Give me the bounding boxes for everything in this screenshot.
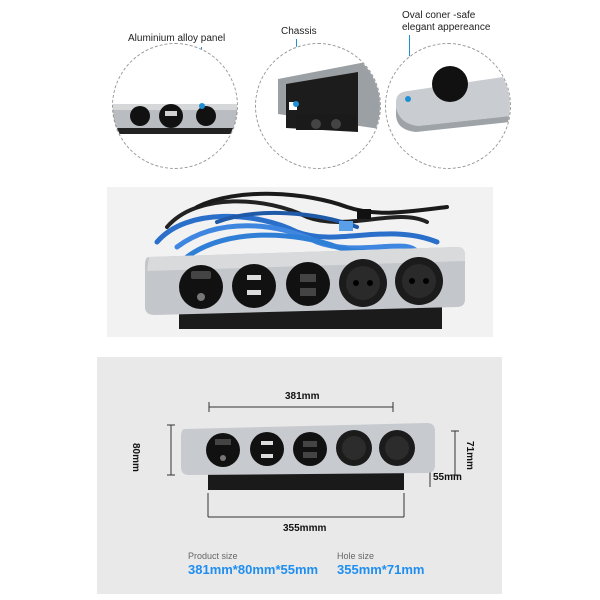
callout-panel-label: Aluminium alloy panel <box>128 33 226 44</box>
product-size-value: 381mm*80mm*55mm <box>188 562 319 577</box>
callout-chassis-label: Chassis <box>281 26 317 37</box>
chassis-closeup <box>255 43 381 169</box>
dimension-left-height: 80mm <box>130 443 141 472</box>
dimension-diagram: 381mm 80mm 71mm 55mm 355mmm Product size… <box>97 357 502 594</box>
callout-corner-label-2: elegant appereance <box>402 22 491 33</box>
dimension-depth: 55mm <box>433 472 462 483</box>
chassis-closeup-illustration <box>278 62 380 132</box>
product-photo <box>107 187 493 337</box>
dimension-top-length: 381mm <box>285 391 320 402</box>
hole-size-value: 355mm*71mm <box>337 562 425 577</box>
dimension-drawing <box>167 402 459 518</box>
corner-closeup-illustration <box>396 66 510 132</box>
corner-closeup <box>385 43 511 169</box>
hole-size-label: Hole size <box>337 551 375 561</box>
product-photo-illustration <box>145 191 465 329</box>
callout-corner-label-1: Oval coner -safe <box>402 10 476 21</box>
panel-closeup-illustration <box>113 103 237 134</box>
panel-closeup <box>112 43 238 169</box>
dimension-bottom-length: 355mmm <box>283 523 327 534</box>
dimension-right-height: 71mm <box>464 441 475 470</box>
product-size-label: Product size <box>188 551 238 561</box>
